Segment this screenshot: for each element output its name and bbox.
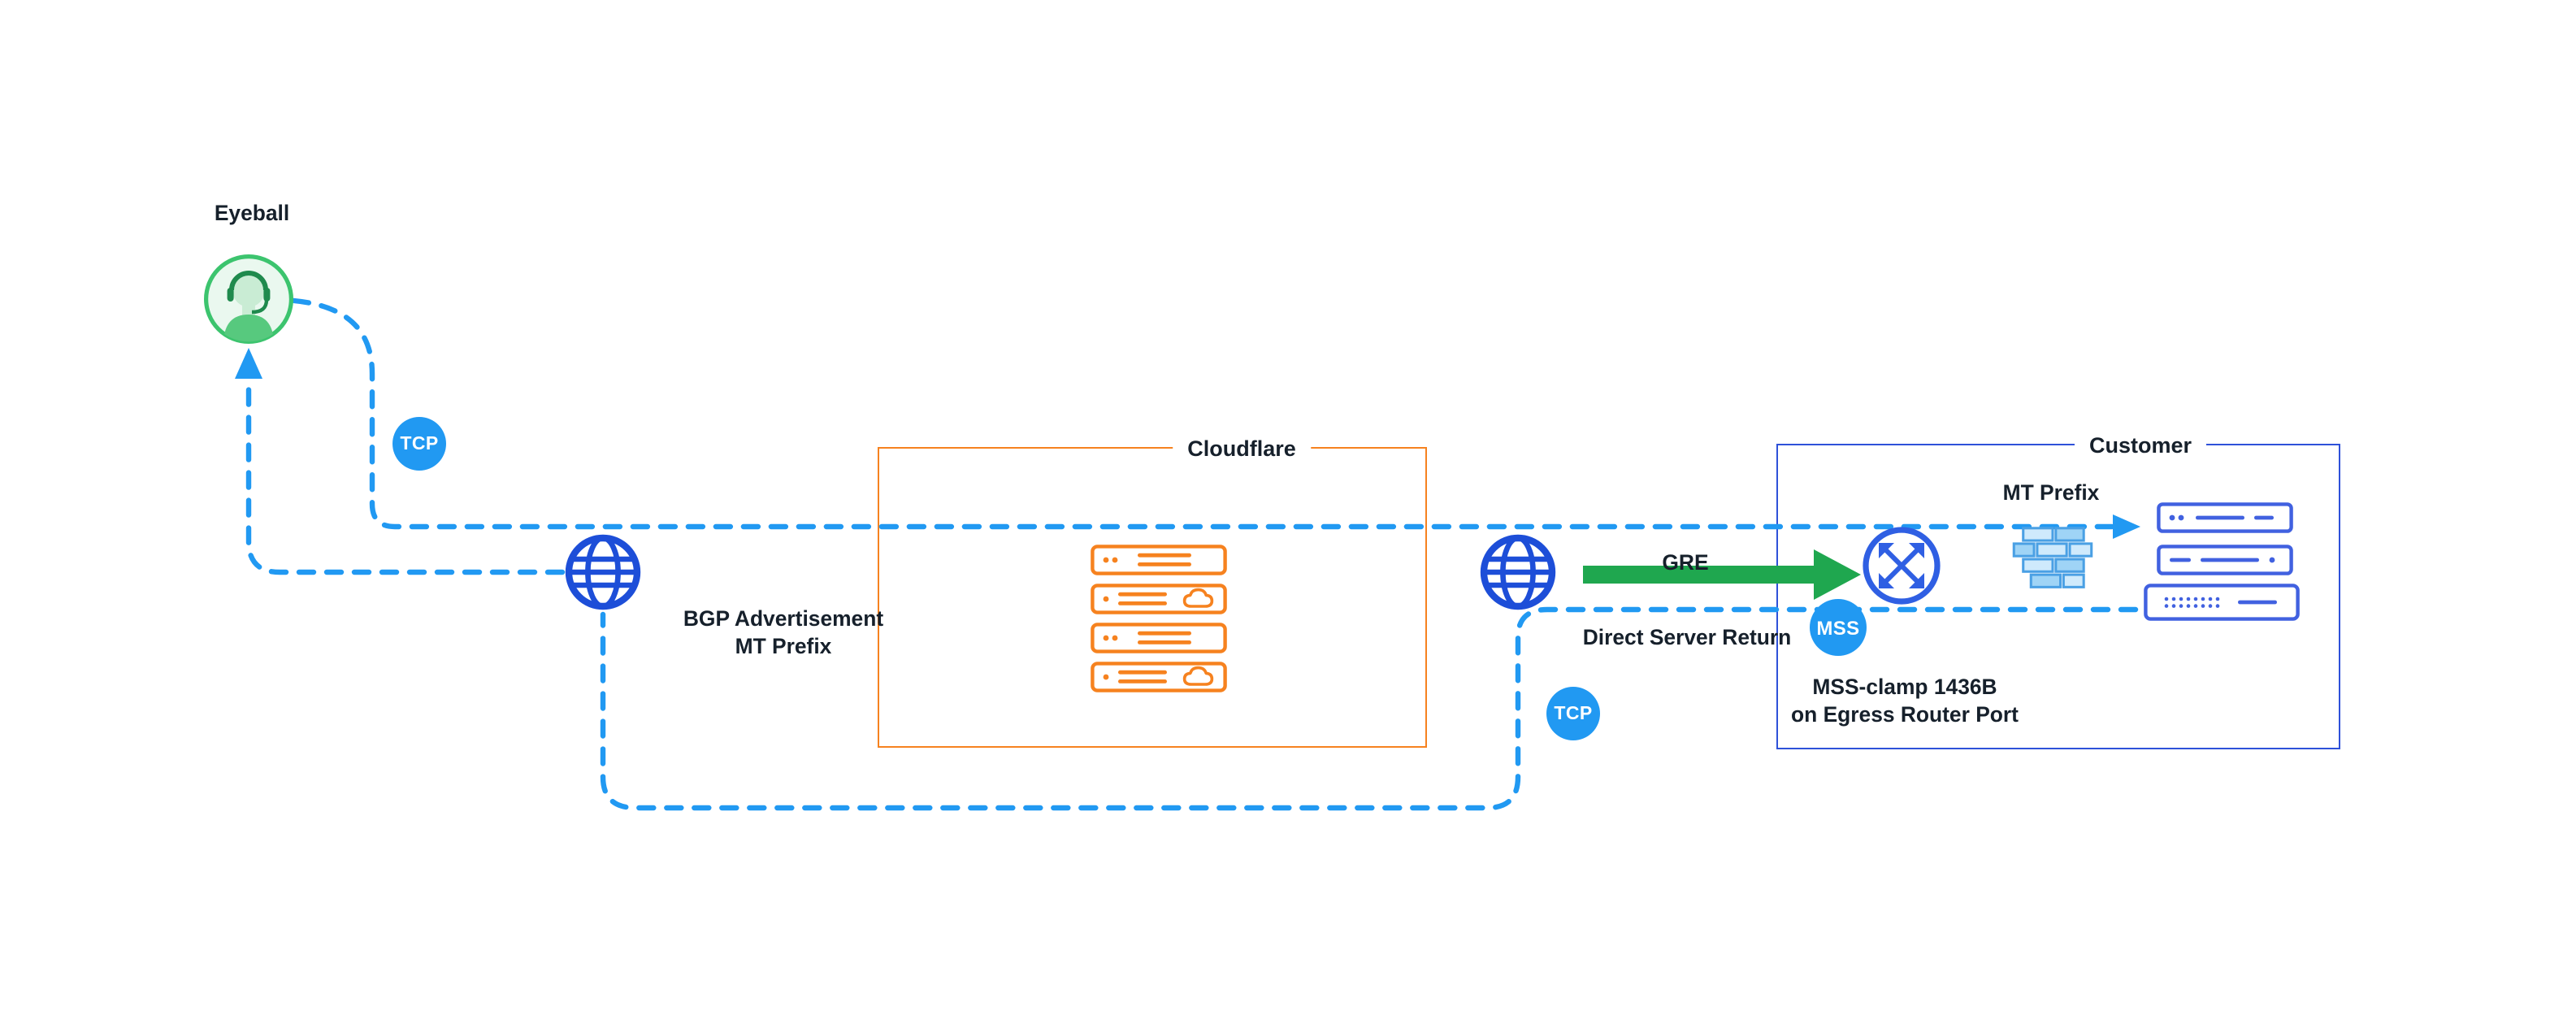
forward-arrowhead-icon [2113, 514, 2140, 539]
customer-server-1-icon [2157, 502, 2293, 533]
direct-server-return-label: Direct Server Return [1582, 625, 1792, 649]
internet-globe-right-icon [1476, 530, 1560, 614]
internet-globe-left-icon [561, 530, 645, 614]
mt-prefix-label: MT Prefix [2002, 480, 2100, 505]
cloudflare-zone-label: Cloudflare [1173, 436, 1311, 461]
cloudflare-zone-box: Cloudflare [878, 436, 1427, 748]
gre-arrow-icon [1583, 549, 1861, 600]
forward-path [291, 297, 2116, 530]
customer-zone-label: Customer [2074, 433, 2207, 458]
server-icon [1091, 545, 1227, 575]
tcp-badge-lower: TCP [1546, 687, 1600, 740]
mss-badge: MSS [1810, 599, 1867, 656]
eyeball-icon [202, 252, 296, 346]
gre-label: GRE [1662, 550, 1709, 575]
cloudflare-server-stack-icon [1091, 545, 1227, 692]
customer-zone-box: Customer [1776, 433, 2340, 749]
mss-clamp-line1: MSS-clamp 1436B [1812, 675, 1997, 699]
server-cloud-icon [1091, 662, 1227, 692]
bgp-advertisement-line2: MT Prefix [735, 634, 832, 658]
return-path-to-eyeball [245, 377, 566, 575]
bgp-advertisement-line1: BGP Advertisement [683, 606, 884, 631]
bgp-advertisement-label: BGP Advertisement MT Prefix [683, 605, 883, 660]
tcp-badge-upper: TCP [392, 417, 446, 471]
return-arrowhead-up-icon [235, 348, 262, 379]
router-exchange-icon [1859, 523, 1944, 608]
mss-clamp-label: MSS-clamp 1436B on Egress Router Port [1791, 673, 2019, 728]
customer-server-wide-icon [2144, 584, 2300, 621]
server-icon [1091, 623, 1227, 653]
server-cloud-icon [1091, 584, 1227, 614]
customer-server-2-icon [2157, 545, 2293, 575]
mss-clamp-line2: on Egress Router Port [1791, 702, 2019, 727]
firewall-icon [2012, 525, 2093, 593]
eyeball-label: Eyeball [214, 201, 290, 225]
return-path-egress [600, 606, 2139, 811]
